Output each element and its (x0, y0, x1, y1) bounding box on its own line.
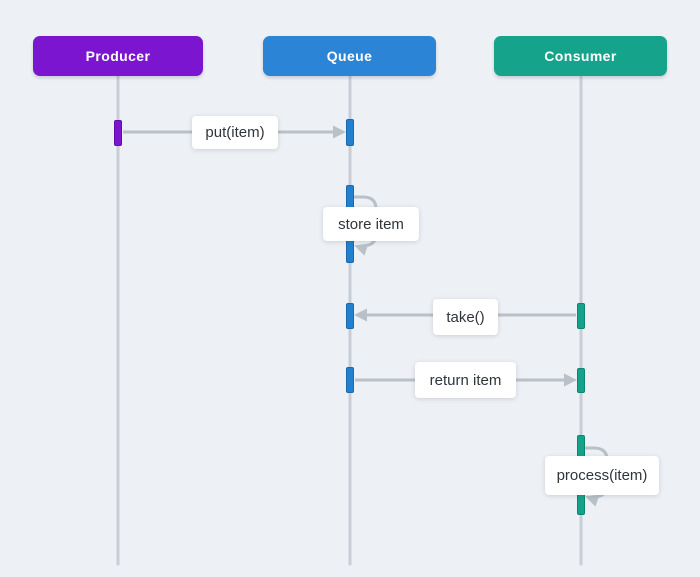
message-label-return: return item (415, 362, 516, 398)
message-label-take: take() (433, 299, 498, 335)
actor-producer-label: Producer (85, 48, 151, 64)
activation-bar-consumer-return (577, 368, 585, 393)
activation-bar-consumer-take (577, 303, 585, 329)
actor-queue-label: Queue (326, 48, 373, 64)
message-label-store: store item (323, 207, 419, 241)
arrowhead-return (564, 373, 577, 387)
arrowhead-take (354, 308, 367, 322)
actor-queue: Queue (263, 36, 436, 76)
message-label-put: put(item) (192, 116, 278, 149)
arrowhead-store (354, 243, 369, 256)
message-label-process: process(item) (545, 456, 659, 495)
actor-consumer: Consumer (494, 36, 667, 76)
actor-producer: Producer (33, 36, 203, 76)
activation-bar-producer-put (114, 120, 122, 146)
activation-bar-queue-take (346, 303, 354, 329)
activation-bar-queue-put (346, 119, 354, 146)
arrowhead-put (333, 125, 346, 139)
activation-bar-queue-return (346, 367, 354, 393)
arrowhead-process (585, 494, 600, 507)
actor-consumer-label: Consumer (544, 48, 617, 64)
